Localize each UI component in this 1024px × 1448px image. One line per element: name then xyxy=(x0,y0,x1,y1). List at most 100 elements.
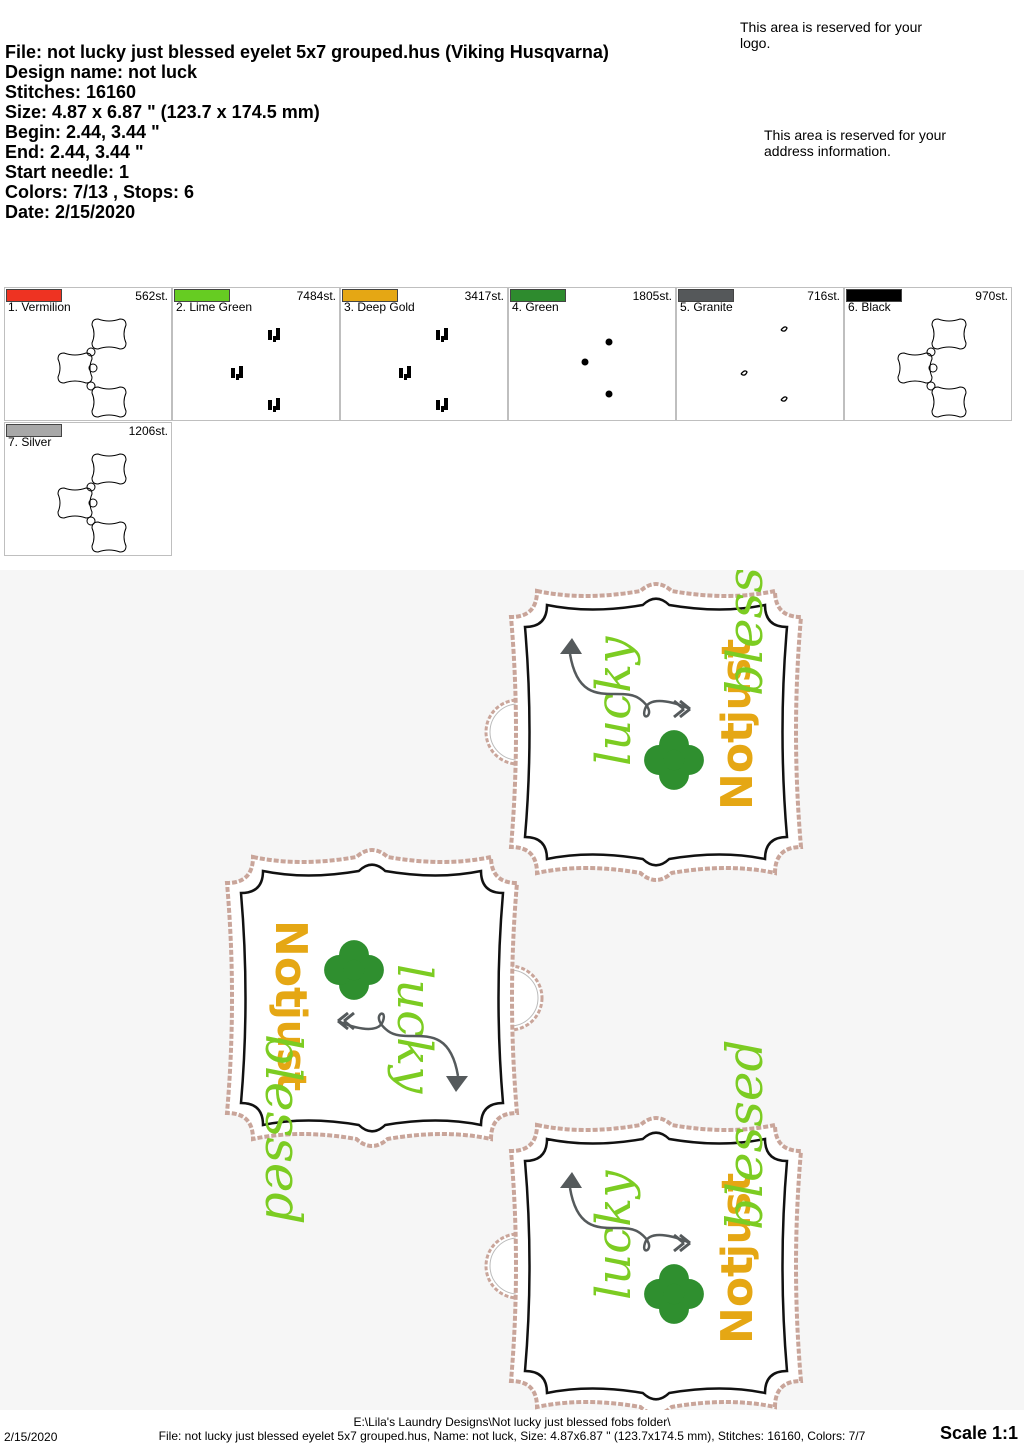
footer-file-line: File: not lucky just blessed eyelet 5x7 … xyxy=(158,1429,866,1443)
arrow-group xyxy=(560,1172,691,1253)
mini-text-mark xyxy=(441,336,444,342)
mini-clover-dot xyxy=(581,358,589,366)
mini-arrow-mark xyxy=(780,326,788,332)
shamrock-leaf xyxy=(339,940,369,970)
shamrock-icon xyxy=(644,1264,704,1324)
word-just: just xyxy=(268,1004,314,1091)
mini-fob-top-outline xyxy=(91,318,127,350)
swatch-stitch-preview xyxy=(57,318,127,418)
mini-eyelet xyxy=(926,347,936,357)
thread-color-chip xyxy=(6,289,62,302)
swatch-color-name: 4. Green xyxy=(512,300,559,314)
mini-arrow-mark xyxy=(780,396,788,402)
thread-color-chip xyxy=(678,289,734,302)
mini-text-mark xyxy=(268,330,272,340)
shamrock-icon xyxy=(644,730,704,790)
mini-eyelet xyxy=(86,482,96,492)
arrow-head xyxy=(560,1172,582,1188)
shamrock-center xyxy=(663,1283,685,1305)
arrow-shaft xyxy=(568,653,691,718)
word-not: Not xyxy=(712,722,763,810)
address-reserved-note: This area is reserved for your address i… xyxy=(764,127,947,159)
shamrock-center xyxy=(343,959,365,981)
word-lucky: lucky xyxy=(386,964,442,1094)
mini-fob-top-outline xyxy=(931,318,967,350)
word-lucky: lucky xyxy=(586,636,642,766)
mini-eyelet xyxy=(86,347,96,357)
word-not: Not xyxy=(712,1256,763,1344)
arrow-fletching xyxy=(673,699,691,719)
arrow-icon xyxy=(560,1172,691,1253)
placement-outline xyxy=(523,1131,789,1401)
mini-text-mark xyxy=(273,406,276,412)
mini-fob-middle-outline xyxy=(57,487,93,519)
mini-text-mark xyxy=(436,330,440,340)
color-swatch-cell: 1805st. 4. Green xyxy=(508,287,676,421)
thread-color-chip xyxy=(174,289,230,302)
mini-text-mark xyxy=(441,406,444,412)
colors-line: Colors: 7/13 , Stops: 6 xyxy=(5,182,195,202)
color-swatch-cell: 3417st.3. Deep Gold xyxy=(340,287,508,421)
mini-eyelet xyxy=(928,363,938,373)
color-swatch-cell: 716st.5. Granite xyxy=(676,287,844,421)
end-line: End: 2.44, 3.44 " xyxy=(5,142,144,162)
swatch-color-name: 5. Granite xyxy=(680,300,733,314)
swatch-stitch-preview xyxy=(57,453,127,553)
mini-fob-middle-outline xyxy=(897,352,933,384)
swatch-color-name: 6. Black xyxy=(848,300,891,314)
swatch-stitch-preview xyxy=(581,338,613,398)
mini-clover-dot xyxy=(605,338,613,346)
word-blessed: blessed xyxy=(716,570,774,696)
thread-color-chip xyxy=(342,289,398,302)
word-blessed: blessed xyxy=(254,1034,312,1225)
mini-clover-dot xyxy=(605,390,613,398)
mini-eyelet xyxy=(86,381,96,391)
mini-fob-bottom-outline xyxy=(931,386,967,418)
swatch-color-name: 3. Deep Gold xyxy=(344,300,415,314)
design-info-header: File: not lucky just blessed eyelet 5x7 … xyxy=(5,42,609,222)
footer-path: E:\Lila's Laundry Designs\Not lucky just… xyxy=(353,1415,671,1429)
mini-text-mark xyxy=(404,374,407,380)
arrow-fletching xyxy=(673,1233,691,1253)
placement-outline xyxy=(239,863,505,1133)
word-just: just xyxy=(714,639,760,726)
stitches-line: Stitches: 16160 xyxy=(5,82,137,102)
swatch-color-name: 1. Vermilion xyxy=(8,300,71,314)
thread-color-chip xyxy=(6,424,62,437)
date-line: Date: 2/15/2020 xyxy=(5,202,136,222)
mini-eyelet xyxy=(926,381,936,391)
word-just: just xyxy=(714,1173,760,1260)
design-name-line: Design name: not luck xyxy=(5,62,198,82)
mini-fob-top-outline xyxy=(91,453,127,485)
mini-text-mark xyxy=(239,366,243,378)
word-not: Not xyxy=(265,920,316,1008)
shamrock-center xyxy=(663,749,685,771)
footer-date: 2/15/2020 xyxy=(4,1430,58,1444)
arrow-head xyxy=(560,638,582,654)
shamrock-leaf xyxy=(659,760,689,790)
logo-reserved-note: This area is reserved for your logo. xyxy=(740,19,923,51)
mini-eyelet xyxy=(86,516,96,526)
arrow-shaft xyxy=(337,1012,460,1077)
arrow-head xyxy=(446,1076,468,1092)
mini-fob-bottom-outline xyxy=(91,386,127,418)
placement-outline xyxy=(523,597,789,867)
swatch-stitch-preview xyxy=(897,318,967,418)
swatch-stitch-count: 1805st. xyxy=(632,289,672,303)
arrow-icon xyxy=(560,638,691,719)
arrow-group xyxy=(337,1011,468,1092)
size-line: Size: 4.87 x 6.87 " (123.7 x 174.5 mm) xyxy=(5,102,320,122)
swatch-stitch-preview xyxy=(740,326,788,402)
arrow-group xyxy=(560,638,691,719)
swatch-stitch-count: 1206st. xyxy=(128,424,168,438)
mini-fob-bottom-outline xyxy=(91,521,127,553)
mini-text-mark xyxy=(273,336,276,342)
mini-eyelet xyxy=(88,363,98,373)
mini-text-mark xyxy=(236,374,239,380)
arrow-fletching xyxy=(337,1011,355,1031)
